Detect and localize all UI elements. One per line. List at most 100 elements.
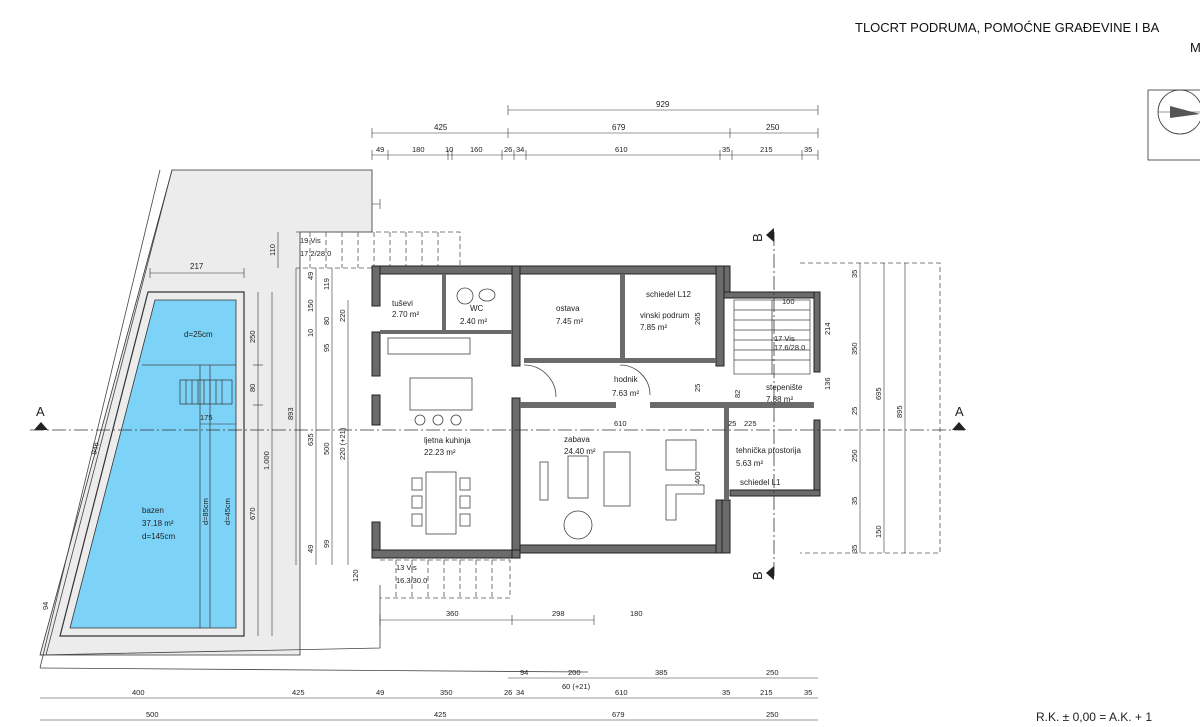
dim-label: 26 bbox=[504, 145, 512, 154]
pool-depth-85: d=85cm bbox=[201, 498, 210, 525]
drawing-title: TLOCRT PODRUMA, POMOĆNE GRAĐEVINE I BA bbox=[855, 20, 1160, 35]
interior-dims: 610 225 25 265 25 400 82 214 136 bbox=[614, 312, 832, 484]
room-area-kuhinja: 22.23 m² bbox=[424, 448, 456, 457]
chimney-label: schiedel L12 bbox=[646, 290, 691, 299]
dim-label: 94 bbox=[41, 602, 50, 610]
dim-label: 893 bbox=[286, 407, 295, 420]
dim-label: 1.000 bbox=[262, 451, 271, 470]
dim-label: 25 bbox=[693, 384, 702, 392]
room-area-stepeniste: 7.88 m² bbox=[766, 395, 793, 404]
dim-label: 49 bbox=[376, 145, 384, 154]
dim-label: 895 bbox=[895, 405, 904, 418]
dim-label: 250 bbox=[766, 668, 779, 677]
dim-label: 350 bbox=[850, 342, 859, 355]
room-area-wc: 2.40 m² bbox=[460, 317, 487, 326]
dim-label: 35 bbox=[850, 497, 859, 505]
dim-label: 136 bbox=[823, 377, 832, 390]
room-name-wc: WC bbox=[470, 304, 484, 313]
dim-label: 94 bbox=[520, 668, 528, 677]
dim-label: 99 bbox=[322, 540, 331, 548]
stair-label: 13 Vis bbox=[396, 563, 417, 572]
room-area-vinski: 7.85 m² bbox=[640, 323, 667, 332]
chimney-label: schiedel L1 bbox=[740, 478, 781, 487]
dim-label: 49 bbox=[306, 545, 315, 553]
dim-label: 215 bbox=[760, 145, 773, 154]
dim-label: 35 bbox=[850, 545, 859, 553]
dim-label: 425 bbox=[292, 688, 305, 697]
dim-label: 400 bbox=[693, 471, 702, 484]
dim-label: 150 bbox=[874, 525, 883, 538]
upper-exterior-stairs: 19 Vis 17.2/28.0 bbox=[296, 231, 461, 269]
dim-label: 150 bbox=[306, 299, 315, 312]
dim-label: 695 bbox=[874, 387, 883, 400]
dim-label: 180 bbox=[630, 609, 643, 618]
room-name-stepeniste: stepenište bbox=[766, 383, 803, 392]
stair-label: 17.2/28.0 bbox=[300, 249, 331, 258]
room-area-hodnik: 7.63 m² bbox=[612, 389, 639, 398]
room-area-ostava: 7.45 m² bbox=[556, 317, 583, 326]
room-area-zabava: 24.40 m² bbox=[564, 447, 596, 456]
dim-label: 100 bbox=[782, 297, 795, 306]
room-area-tusevi: 2.70 m² bbox=[392, 310, 419, 319]
dim-label: 610 bbox=[615, 145, 628, 154]
dim-label: 26 bbox=[504, 688, 512, 697]
dim-label: 250 bbox=[766, 123, 780, 132]
drawing-scale-label: M bbox=[1190, 40, 1200, 55]
dim-label: 400 bbox=[132, 688, 145, 697]
room-name-kuhinja: ljetna kuhinja bbox=[424, 436, 471, 445]
dim-label: 250 bbox=[850, 449, 859, 462]
section-line-b: B B bbox=[750, 228, 775, 580]
interior-stair: 100 17 Vis 17.6/28.0 bbox=[733, 297, 811, 375]
dim-label: 35 bbox=[722, 688, 730, 697]
section-a-left-label: A bbox=[36, 404, 45, 419]
dim-label: 180 bbox=[412, 145, 425, 154]
room-name-tehnicka: tehnička prostorija bbox=[736, 446, 801, 455]
stair-label: 17 Vis bbox=[774, 334, 795, 343]
dim-label: 220 bbox=[338, 309, 347, 322]
stair-label: 17.6/28.0 bbox=[774, 343, 805, 352]
dim-label: 25 bbox=[850, 407, 859, 415]
swimming-pool: 175 d=25cm bazen 37.18 m² d=145cm d=85cm… bbox=[59, 291, 245, 637]
dim-label: 49 bbox=[376, 688, 384, 697]
dim-label: 610 bbox=[615, 688, 628, 697]
dim-label: 500 bbox=[322, 442, 331, 455]
pool-name: bazen bbox=[142, 506, 164, 515]
section-line-a: A A bbox=[30, 404, 966, 431]
section-b-bottom-label: B bbox=[750, 571, 765, 580]
dim-label: 60 (+21) bbox=[562, 682, 591, 691]
dim-label: 360 bbox=[446, 609, 459, 618]
dim-label: 175 bbox=[200, 413, 213, 422]
dim-label: 220 (+21) bbox=[338, 427, 347, 460]
pool-area: 37.18 m² bbox=[142, 519, 174, 528]
dim-label: 610 bbox=[614, 419, 627, 428]
dim-label: 385 bbox=[655, 668, 668, 677]
stair-label: 16.3/30.0 bbox=[396, 576, 427, 585]
dim-label: 200 bbox=[568, 668, 581, 677]
dim-label: 214 bbox=[823, 322, 832, 335]
dim-label: 225 bbox=[744, 419, 757, 428]
dim-label: 500 bbox=[146, 710, 159, 719]
bottom-dimension-chains: 360 298 180 94 200 385 250 60 (+21) 400 … bbox=[40, 609, 818, 721]
dim-label: 160 bbox=[470, 145, 483, 154]
room-name-vinski: vinski podrum bbox=[640, 311, 690, 320]
dim-label: 34 bbox=[516, 688, 524, 697]
dim-label: 35 bbox=[722, 145, 730, 154]
section-b-top-label: B bbox=[750, 233, 765, 242]
fixtures bbox=[387, 287, 705, 540]
lower-exterior-stairs: 13 Vis 16.3/30.0 bbox=[380, 559, 511, 599]
dim-label: 215 bbox=[760, 688, 773, 697]
dim-label: 10 bbox=[445, 145, 453, 154]
pool-steps bbox=[179, 379, 233, 405]
room-name-tusevi: tuševi bbox=[392, 299, 413, 308]
dim-label: 120 bbox=[351, 569, 360, 582]
dim-label: 110 bbox=[268, 244, 277, 256]
dim-label: 929 bbox=[656, 100, 670, 109]
dim-label: 25 bbox=[728, 419, 736, 428]
dim-label: 350 bbox=[440, 688, 453, 697]
dim-label: 679 bbox=[612, 123, 626, 132]
left-dimension-chains: 217 250 80 670 1.000 110 893 49 150 10 6… bbox=[41, 232, 360, 636]
dim-label: 35 bbox=[804, 145, 812, 154]
dim-label: 82 bbox=[733, 390, 742, 398]
building-walls bbox=[371, 265, 821, 559]
